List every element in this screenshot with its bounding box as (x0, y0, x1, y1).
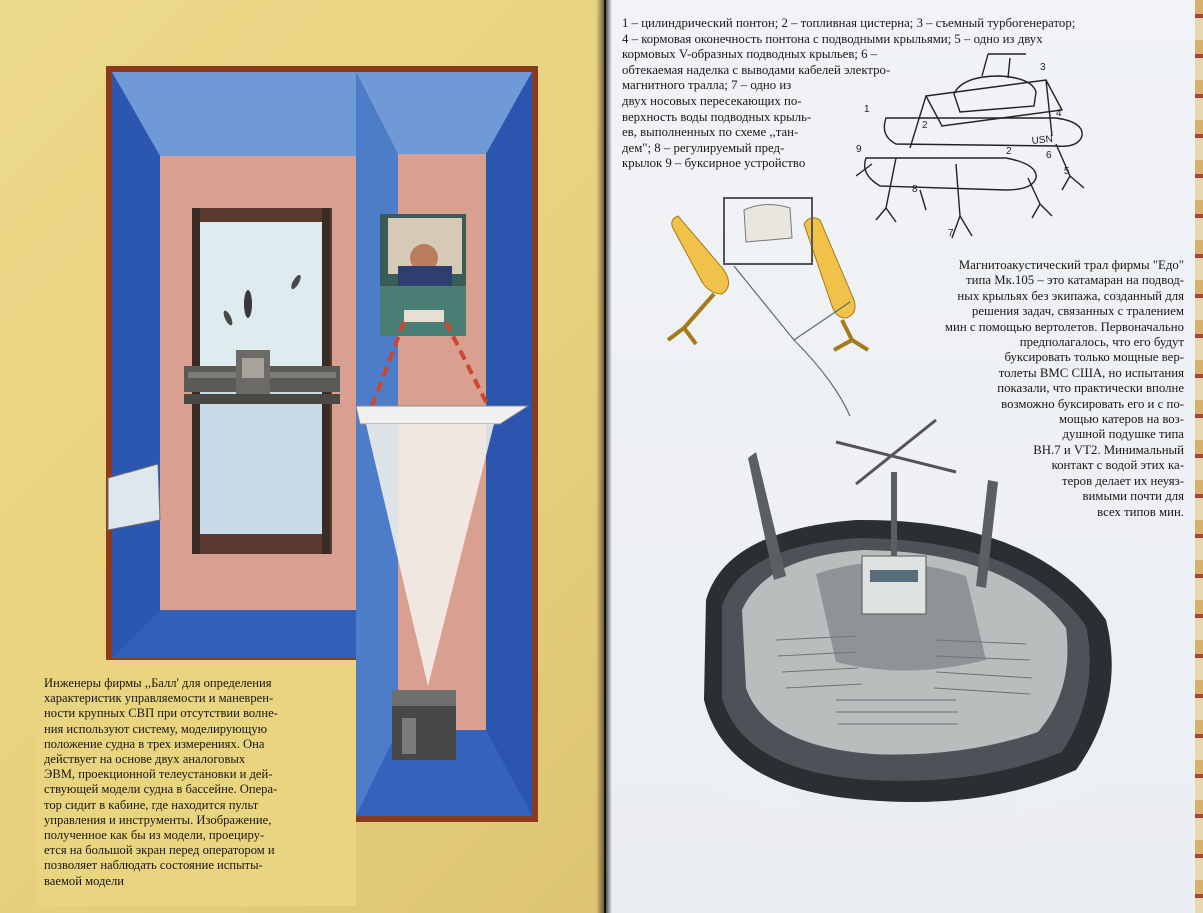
callout-number: 5 (1064, 166, 1070, 177)
callout-number: 7 (948, 228, 954, 239)
legend-line: обтекаемая наделка с выводами кабелей эл… (622, 62, 891, 77)
caption-line: возможно буксировать его и с по- (1001, 396, 1184, 411)
caption-line: характеристик управляемости и маневрен- (44, 691, 274, 706)
caption-line: управления и инструменты. Изображение, (44, 812, 272, 827)
callout-number: 6 (1046, 150, 1052, 161)
caption-line: мин с помощью вертолетов. Первоначально (944, 319, 1184, 334)
caption-line: толеты ВМС США, но испытания (998, 365, 1184, 380)
callout-number: 8 (912, 184, 918, 195)
caption-line: ния используют систему, моделирующую (44, 721, 268, 736)
legend-line: двух носовых пересекающих по- (622, 93, 802, 108)
callout-number: 2 (922, 120, 928, 131)
caption-line: Магнитоакустический трал фирмы "Едо" (958, 258, 1184, 272)
left-page: Инженеры фирмы ,,Балл' для определения х… (0, 0, 604, 913)
schematic-legend: 1 – цилиндрический понтон; 2 – топливная… (622, 16, 1177, 172)
caption-line: ваемой модели (44, 873, 125, 888)
legend-line: ев, выполненных по схеме ,,тан- (622, 125, 799, 140)
trawl-schematic: USN 1 2 3 4 5 6 7 8 9 2 (856, 53, 1085, 239)
caption-line: ных крыльях без экипажа, созданный для (957, 288, 1184, 303)
legend-line: верхность воды подводных крыль- (622, 109, 812, 124)
caption-line: ВН.7 и VT2. Минимальный (1033, 442, 1184, 457)
caption-line: ности крупных СВП при отсутствии волне- (44, 706, 278, 721)
callout-number: 4 (1056, 108, 1062, 119)
legend-line: дем"; 8 – регулируемый пред- (622, 140, 785, 155)
callout-number: 1 (864, 104, 870, 115)
legend-line: кормовых V-образных подводных крыльев; 6… (622, 47, 878, 62)
legend-line: 1 – цилиндрический понтон; 2 – топливная… (622, 16, 1076, 30)
caption-line: решения задач, связанных с тралением (971, 304, 1184, 319)
legend-line: магнитного тралла; 7 – одно из (622, 78, 792, 93)
caption-line: Инженеры фирмы ,,Балл' для определения (44, 676, 272, 690)
trawl-caption: Магнитоакустический трал фирмы "Едо" тип… (892, 258, 1184, 520)
hovercraft-illustration (696, 418, 1116, 820)
legend-line: 4 – кормовая оконечность понтона с подво… (622, 31, 1043, 46)
caption-line: предполагалось, что его будут (1019, 335, 1184, 350)
legend-line: крылок 9 – буксирное устройство (622, 156, 806, 171)
caption-line: тор сидит в кабине, где находится пульт (44, 797, 259, 812)
caption-line: контакт с водой этих ка- (1051, 458, 1184, 473)
caption-line: мощью катеров на воз- (1058, 412, 1184, 427)
caption-panel (36, 660, 356, 906)
callout-number: 2 (1006, 146, 1012, 157)
caption-line: позволяет наблюдать состояние испыты- (44, 858, 263, 873)
caption-line: ЭВМ, проекционной телеустановки и дей- (44, 767, 273, 782)
caption-line: всех типов мин. (1097, 504, 1184, 519)
trawl-illustration (666, 197, 870, 417)
caption-line: душной подушке типа (1062, 427, 1184, 442)
hull-marking: USN (1031, 134, 1053, 147)
caption-line: теров делает их неуяз- (1062, 473, 1184, 488)
book-spine (596, 0, 612, 913)
caption-line: показали, что практически вполне (997, 381, 1184, 396)
page-edge-strip (1195, 0, 1203, 913)
caption-line: положение судна в трех измерениях. Она (44, 736, 265, 751)
caption-line: ствующей модели судна в бассейне. Опера- (44, 782, 278, 797)
caption-line: типа Мк.105 – это катамаран на подвод- (966, 273, 1184, 288)
simulator-caption: Инженеры фирмы ,,Балл' для определения х… (44, 676, 336, 889)
callout-number: 9 (856, 144, 862, 155)
caption-line: действует на основе двух аналоговых (44, 752, 246, 767)
callout-number: 3 (1040, 62, 1046, 73)
caption-line: полученное как бы из модели, проециру- (44, 828, 265, 843)
right-page: USN 1 2 3 4 5 6 7 8 9 2 (606, 0, 1203, 913)
caption-line: ется на большой экран перед оператором и (44, 843, 275, 858)
caption-line: буксировать только мощные вер- (1004, 350, 1184, 365)
simulator-illustration (106, 66, 538, 822)
caption-line: вимыми почти для (1082, 489, 1184, 504)
